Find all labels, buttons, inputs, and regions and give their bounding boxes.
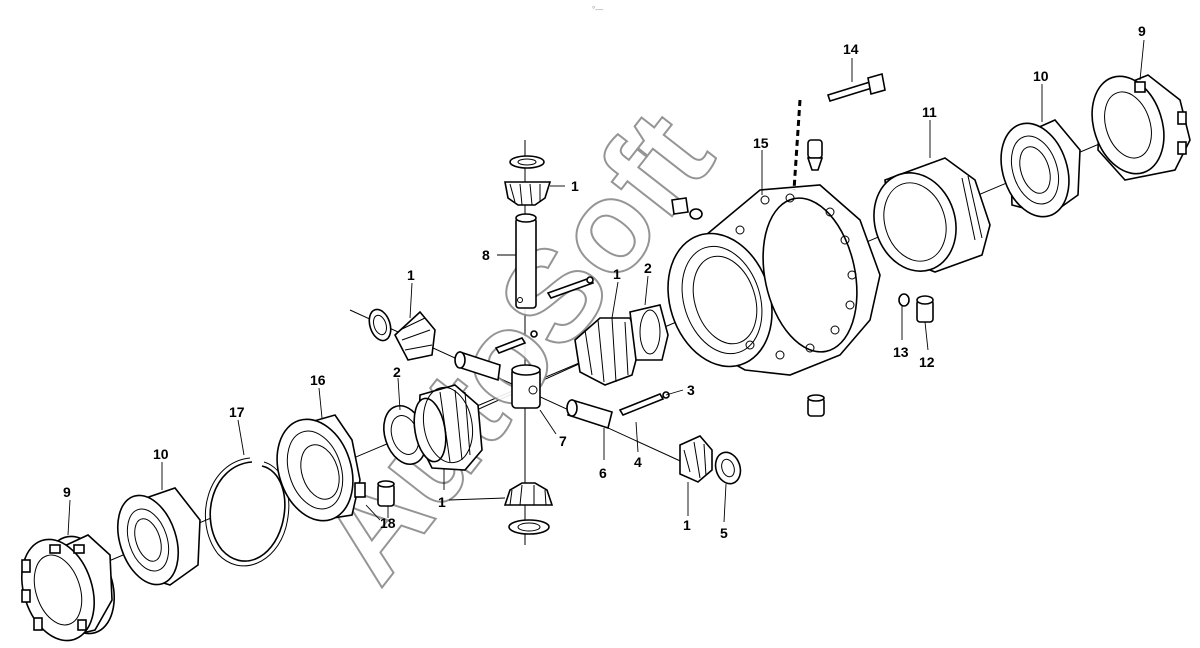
ring-slots [21, 544, 87, 631]
callout-8: 8 [482, 247, 490, 263]
fitting-left [671, 197, 703, 220]
cross-shaft-right [566, 398, 613, 430]
callout-6: 6 [599, 465, 607, 481]
adjusting-ring-right [1091, 74, 1191, 181]
callout-17: 17 [229, 404, 245, 420]
callout-1-lower-right: 1 [683, 517, 691, 533]
washer-5 [714, 451, 742, 485]
callout-2-right: 2 [644, 260, 652, 276]
callout-15: 15 [753, 135, 769, 151]
roller-bearing-left [117, 487, 201, 586]
callout-16: 16 [310, 372, 326, 388]
top-mark: °— [592, 5, 603, 14]
bevel-pinion-upper-left [368, 308, 436, 361]
roll-pins [494, 276, 670, 416]
side-gear-left [413, 384, 483, 471]
callout-12: 12 [919, 354, 935, 370]
callout-7: 7 [559, 433, 567, 449]
dashed-axis-bolt [792, 99, 802, 191]
bearing-sleeve [873, 157, 991, 273]
plug-top [806, 139, 824, 171]
bolt-14 [826, 72, 886, 102]
bevel-gear-top [504, 155, 552, 206]
plug-bottom [807, 394, 825, 417]
housing-bolt-holes [735, 193, 857, 360]
bevel-gear-bottom [503, 482, 554, 535]
bevel-gear-lower-right [679, 435, 713, 483]
thrust-washer-right [629, 304, 669, 361]
callout-9-left: 9 [63, 484, 71, 500]
callout-4: 4 [634, 454, 642, 470]
bearing-carrier [276, 414, 366, 522]
callout-1-center: 1 [613, 266, 621, 282]
callout-11: 11 [922, 104, 937, 120]
adjusting-ring-left [21, 534, 115, 642]
callout-2-left: 2 [393, 364, 401, 380]
callout-14: 14 [843, 41, 859, 57]
pin-18 [377, 480, 395, 507]
callout-3: 3 [687, 382, 695, 398]
callout-10-left: 10 [153, 446, 169, 462]
differential-housing [667, 184, 881, 376]
callout-1-upper-left: 1 [407, 267, 415, 283]
plug-12 [916, 295, 934, 323]
leader-lines [67, 39, 1145, 536]
spider-block [511, 364, 541, 409]
callout-18: 18 [380, 515, 396, 531]
washer-13 [898, 293, 910, 307]
callout-13: 13 [893, 344, 909, 360]
callout-10-right: 10 [1033, 68, 1049, 84]
circlip [204, 457, 290, 567]
callout-9-right: 9 [1138, 23, 1146, 39]
callout-1-bottom: 1 [438, 494, 446, 510]
callout-labels: 1 8 1 1 2 15 14 9 10 11 13 12 3 4 6 7 1 … [63, 23, 1146, 541]
vertical-pin [515, 213, 537, 309]
callout-5: 5 [720, 525, 728, 541]
roller-bearing-right [1000, 119, 1081, 218]
cross-shaft-left [454, 350, 501, 382]
callout-1-top: 1 [571, 178, 579, 194]
